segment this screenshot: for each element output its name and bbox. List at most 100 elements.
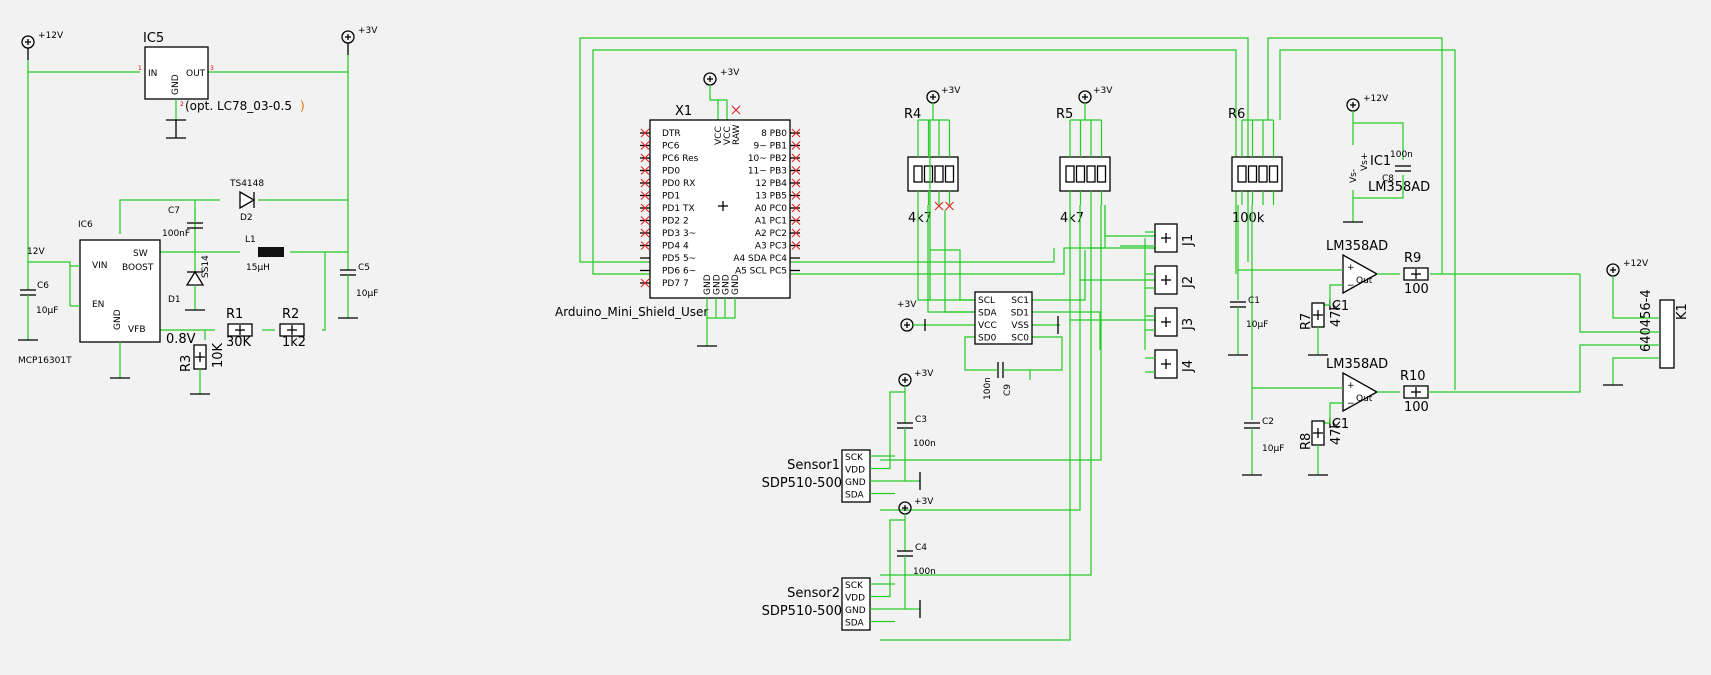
svg-text:C2: C2 xyxy=(1262,417,1274,427)
sensor-2-pin-2: GND xyxy=(845,606,866,616)
mux-pin-r-3: SC0 xyxy=(1011,334,1029,344)
svg-text:10µF: 10µF xyxy=(356,289,378,299)
ic6-pin-vfb: VFB xyxy=(128,325,146,335)
arduino-left-pin-5: PD1 xyxy=(662,192,680,202)
arduino-left-pin-9: PD4 4 xyxy=(662,242,689,252)
svg-text:100nF: 100nF xyxy=(162,229,190,239)
diode-d1: D1 SS14 xyxy=(168,255,211,311)
svg-text:640456-4: 640456-4 xyxy=(1639,289,1654,352)
svg-text:47k: 47k xyxy=(1329,420,1344,445)
arduino-right-pin-1: 9~ PB1 xyxy=(754,142,787,152)
opamp-b: LM358AD +− Out IC1 xyxy=(1318,357,1400,432)
svg-text:SS14: SS14 xyxy=(201,255,211,278)
svg-text:R7: R7 xyxy=(1299,313,1314,330)
mux-pin-r-2: VSS xyxy=(1011,321,1029,331)
jumper-label-2: J3 xyxy=(1181,318,1196,331)
arduino-right-pin-6: A0 PC0 xyxy=(755,204,787,214)
net-12v-label: 12V xyxy=(27,247,45,257)
arduino-left-pin-0: DTR xyxy=(662,129,681,139)
svg-text:2: 2 xyxy=(180,101,184,108)
arduino-right-pin-0: 8 PB0 xyxy=(761,129,787,139)
sensor-1-pin-2: GND xyxy=(845,478,866,488)
arduino-bottom-pin-0: GND xyxy=(703,274,713,295)
sensor-supply-0: +3V xyxy=(914,369,934,379)
svg-text:C1: C1 xyxy=(1248,296,1260,306)
arduino-right-pin-3: 11~ PB3 xyxy=(748,167,787,177)
capacitor-c1: C1 10µF xyxy=(1228,296,1268,356)
ic1-supply-block: Vs- Vs+ IC1 LM358AD 100n C8 xyxy=(1349,150,1430,195)
svg-text:100n: 100n xyxy=(1390,150,1413,160)
svg-text:C9: C9 xyxy=(1003,384,1013,396)
svg-text:LM358AD: LM358AD xyxy=(1326,239,1388,254)
svg-text:IC1: IC1 xyxy=(1328,417,1349,432)
svg-text:10µF: 10µF xyxy=(1246,320,1268,330)
ic5-pin-gnd: GND xyxy=(171,74,181,95)
ic6-pin-sw: SW xyxy=(133,249,148,259)
sensor-cap-ref-0: C3 xyxy=(915,415,927,425)
opamp-section: C1 10µF C2 10µF +12V Vs- Vs+ IC1 LM358AD xyxy=(1228,37,1690,476)
arduino-top-pin-0: VCC xyxy=(714,126,724,145)
supply-3v-label: +3V xyxy=(358,26,378,36)
svg-text:Out: Out xyxy=(1356,394,1373,404)
svg-text:+3V: +3V xyxy=(897,300,917,310)
arduino-top-pin-1: VCC xyxy=(723,126,733,145)
supply-3v-left: +3V xyxy=(341,26,378,55)
jumper-j1: J1 xyxy=(1145,223,1196,253)
ic6-pin-vin: VIN xyxy=(92,261,108,271)
ic6-buck: IC6 VIN BOOST SW EN GND VFB MCP16301T xyxy=(18,220,161,379)
ic6-ref: IC6 xyxy=(78,220,93,230)
capacitor-c6: C6 10µF 12V xyxy=(18,247,58,341)
sensor-cap-val-1: 100n xyxy=(913,567,936,577)
svg-text:TS4148: TS4148 xyxy=(229,179,264,189)
arduino-right-pin-4: 12 PB4 xyxy=(755,179,787,189)
jumper-label-0: J1 xyxy=(1181,234,1196,247)
arduino-ref: X1 xyxy=(675,104,692,119)
arduino-right-pin-7: A1 PC1 xyxy=(755,217,787,227)
svg-text:100n: 100n xyxy=(983,377,993,400)
svg-text:+12V: +12V xyxy=(1623,259,1649,269)
supply-12v-label: +12V xyxy=(38,31,64,41)
svg-text:10µF: 10µF xyxy=(36,306,58,316)
arduino-left-pin-1: PC6 xyxy=(662,142,680,152)
capacitor-c2: C2 10µF xyxy=(1242,417,1284,476)
sensor-supply-1: +3V xyxy=(914,497,934,507)
arduino-top-pin-2: RAW xyxy=(732,124,742,145)
arduino-left-pin-7: PD2 2 xyxy=(662,217,689,227)
svg-text:3: 3 xyxy=(210,65,214,72)
ic5-pin-in: IN xyxy=(148,69,157,79)
svg-text:C8: C8 xyxy=(1382,174,1394,184)
svg-text:+12V: +12V xyxy=(1363,94,1389,104)
arduino-right-pin-10: A4 SDA PC4 xyxy=(733,254,787,264)
arduino-left-pin-4: PD0 RX xyxy=(662,179,695,189)
mux-pin-l-0: SCL xyxy=(978,296,995,306)
svg-text:−: − xyxy=(1347,399,1355,409)
arduino-left-pin-2: PC6 Res xyxy=(662,154,699,164)
arduino-left-pin-10: PD5 5~ xyxy=(662,254,696,264)
sensor-2-pin-1: VDD xyxy=(845,594,865,604)
svg-text:30K: 30K xyxy=(226,335,252,350)
svg-text:100: 100 xyxy=(1404,400,1429,415)
arduino-name: Arduino_Mini_Shield_User xyxy=(555,305,708,319)
resnet-ref-1: R5 xyxy=(1056,107,1073,122)
svg-text:Vs-: Vs- xyxy=(1349,169,1359,183)
mux-ic xyxy=(974,291,1033,345)
sensor-ref-0: Sensor1 xyxy=(787,458,840,473)
ic5-note: (opt. LC78_03-0.5 xyxy=(185,99,292,113)
jumper-j4: J4 xyxy=(1145,349,1196,379)
ic6-part: MCP16301T xyxy=(18,356,72,366)
jumper-j3: J3 xyxy=(1145,307,1196,337)
svg-text:R3: R3 xyxy=(179,355,194,372)
svg-text:+: + xyxy=(1347,381,1355,391)
sensors: SCKVDDGNDSDASensor1SDP510-500+3VC3100nSC… xyxy=(762,369,936,631)
resnet-val-0: 4k7 xyxy=(908,211,932,226)
resistor-r10: R10 100 xyxy=(1400,369,1429,415)
